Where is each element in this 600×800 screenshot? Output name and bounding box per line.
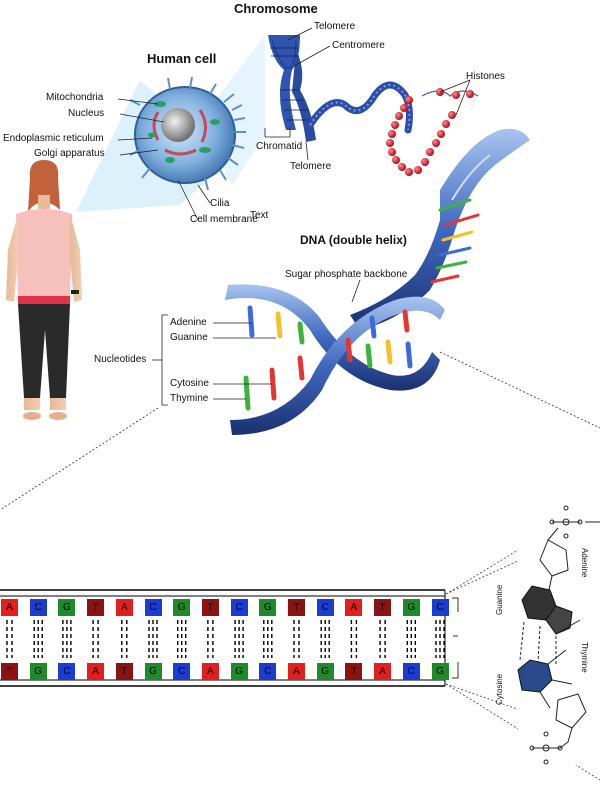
cilia-label: Cilia <box>210 198 230 209</box>
base-top-7: T <box>201 599 219 616</box>
base-bottom-1: G <box>29 663 47 680</box>
base-pair-molecular-structure <box>517 495 600 765</box>
endoplasmic-reticulum-label: Endoplasmic reticulum <box>3 133 104 144</box>
base-bottom-12: T <box>345 663 363 680</box>
base-top-0: A <box>1 599 18 616</box>
dna-helix-illustration <box>225 284 445 435</box>
molecule-adenine-label: Adenine <box>580 548 589 578</box>
sugar-phosphate-backbone-label: Sugar phosphate backbone <box>285 269 408 280</box>
base-top-15: C <box>431 599 449 616</box>
histone-beads <box>386 88 479 176</box>
base-bottom-9: C <box>259 663 277 680</box>
molecule-cytosine-label: Cytosine <box>495 673 504 705</box>
text-label: Text <box>250 210 269 221</box>
base-bottom-3: A <box>87 663 105 680</box>
cytosine-label: Cytosine <box>170 378 209 389</box>
base-top-11: C <box>316 599 334 616</box>
base-top-5: C <box>144 599 162 616</box>
woman-figure <box>6 160 82 420</box>
histones-label: Histones <box>466 71 505 82</box>
telomere-top-label: Telomere <box>314 21 356 32</box>
molecule-thymine-label: Thymine <box>580 642 589 673</box>
base-top-14: G <box>402 599 420 616</box>
base-top-2: G <box>58 599 76 616</box>
base-bottom-2: C <box>58 663 76 680</box>
base-bottom-5: G <box>144 663 162 680</box>
golgi-apparatus-label: Golgi apparatus <box>34 148 105 159</box>
base-bottom-7: A <box>201 663 219 680</box>
base-bottom-15: G <box>431 663 449 680</box>
nucleotides-label: Nucleotides <box>94 354 147 365</box>
base-bottom-14: C <box>402 663 420 680</box>
chromosome-title: Chromosome <box>234 1 318 16</box>
chromatid-label: Chromatid <box>256 141 303 152</box>
base-top-13: T <box>374 599 392 616</box>
base-top-8: C <box>230 599 248 616</box>
molecule-zoom-lines <box>445 499 600 781</box>
human-cell-title: Human cell <box>147 51 217 66</box>
centromere-label: Centromere <box>332 40 385 51</box>
mitochondria-label: Mitochondria <box>46 92 104 103</box>
base-top-1: C <box>29 599 47 616</box>
base-top-10: T <box>288 599 305 616</box>
base-bottom-11: G <box>316 663 334 680</box>
molecule-guanine-label: Guanine <box>495 584 504 615</box>
dna-double-helix-title: DNA (double helix) <box>300 233 407 247</box>
chromosome-illustration <box>268 35 413 142</box>
base-bottom-6: C <box>173 663 191 680</box>
base-bottom-13: A <box>374 663 392 680</box>
guanine-label: Guanine <box>170 332 208 343</box>
base-bottom-4: T <box>115 663 133 680</box>
base-bottom-10: A <box>288 663 305 680</box>
base-bottom-0: T <box>1 663 18 680</box>
dna-spiral-ribbon <box>350 128 530 330</box>
cell-leader-lines <box>117 27 471 406</box>
base-bottom-8: G <box>230 663 248 680</box>
zoom-dotted-lines <box>0 351 600 511</box>
base-top-4: A <box>115 599 133 616</box>
nucleus-label: Nucleus <box>68 108 105 119</box>
base-top-12: A <box>345 599 363 616</box>
base-top-6: G <box>173 599 191 616</box>
thymine-label: Thymine <box>170 393 209 404</box>
cell-membrane-label: Cell membrane <box>190 214 258 225</box>
sequence-strip <box>0 589 446 687</box>
base-top-3: T <box>87 599 105 616</box>
adenine-label: Adenine <box>170 317 207 328</box>
base-top-9: G <box>259 599 277 616</box>
telomere-bottom-label: Telomere <box>290 161 332 172</box>
human-cell-illustration <box>129 76 246 191</box>
